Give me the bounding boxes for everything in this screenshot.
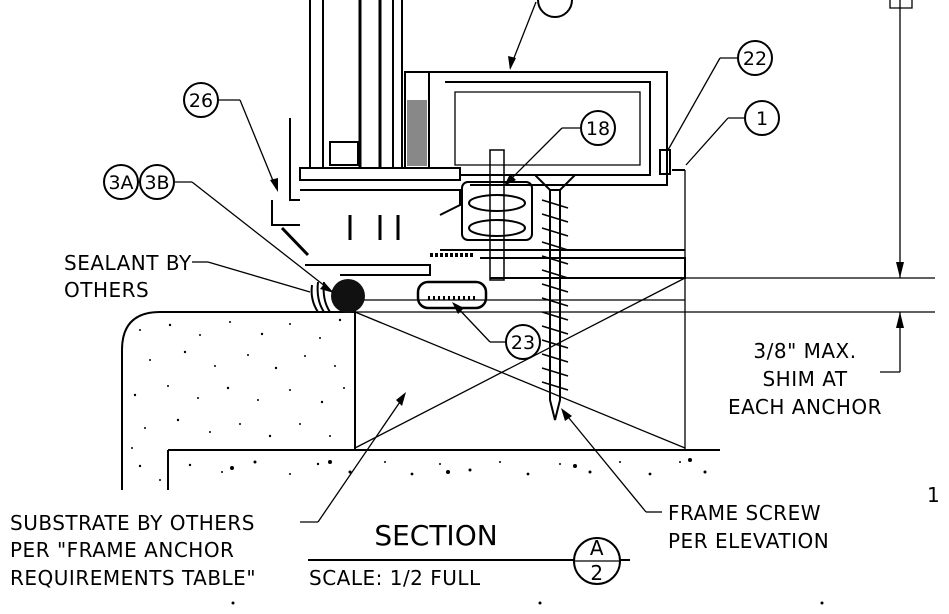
substrate-note-line2: PER "FRAME ANCHOR [10, 538, 234, 562]
stray-marks [231, 601, 824, 605]
callout-18-label: 18 [586, 118, 610, 140]
callout-3a-label: 3A [108, 172, 133, 194]
substrate-note-line1: SUBSTRATE BY OTHERS [10, 511, 255, 535]
frame-screw-note-line1: FRAME SCREW [668, 501, 821, 525]
sealant-note-line1: SEALANT BY [64, 251, 192, 275]
callout-26: 26 [183, 82, 219, 118]
sealant-note-line2: OTHERS [64, 278, 149, 302]
frame-screw-note-line2: PER ELEVATION [668, 529, 829, 553]
callout-3b-label: 3B [144, 172, 169, 194]
leader-lines [175, 1, 746, 523]
callout-23: 23 [505, 324, 541, 360]
shim-note-line2: SHIM AT [762, 367, 847, 391]
substrate-block [121, 311, 720, 490]
substrate-note: SUBSTRATE BY OTHERS PER "FRAME ANCHOR RE… [10, 511, 256, 590]
callout-partial-top [537, 0, 573, 18]
callout-1-label: 1 [756, 108, 768, 130]
title-block: SECTION SCALE: 1/2 FULL A 2 [308, 519, 630, 590]
sill-frame [271, 118, 686, 310]
shim-note-line3: EACH ANCHOR [728, 395, 882, 419]
frame-screw [532, 174, 578, 421]
callout-3b: 3B [139, 164, 175, 200]
detail-letter: A [590, 536, 604, 560]
callout-3a: 3A [103, 164, 139, 200]
dimension-line [685, 0, 935, 373]
edge-mark: 1 [927, 483, 940, 507]
sealant-note: SEALANT BY OTHERS [64, 251, 192, 302]
callout-26-label: 26 [189, 90, 213, 112]
shim-note-line1: 3/8" MAX. [753, 339, 856, 363]
section-title: SECTION [374, 519, 497, 552]
frame-extrusion [430, 71, 685, 186]
scale-label: SCALE: 1/2 FULL [309, 566, 481, 590]
sealant-backer-rod [310, 279, 365, 313]
shim-note: 3/8" MAX. SHIM AT EACH ANCHOR [728, 339, 882, 419]
shim-cross-lines [354, 170, 686, 450]
callout-22: 22 [737, 40, 773, 76]
glazing-unit [299, 0, 461, 181]
substrate-note-line3: REQUIREMENTS TABLE" [10, 566, 256, 590]
frame-screw-note: FRAME SCREW PER ELEVATION [668, 501, 829, 553]
detail-number: 2 [590, 561, 603, 585]
callout-1: 1 [744, 100, 780, 136]
callout-18: 18 [580, 110, 616, 146]
callout-23-label: 23 [511, 332, 535, 354]
callout-22-label: 22 [743, 48, 767, 70]
